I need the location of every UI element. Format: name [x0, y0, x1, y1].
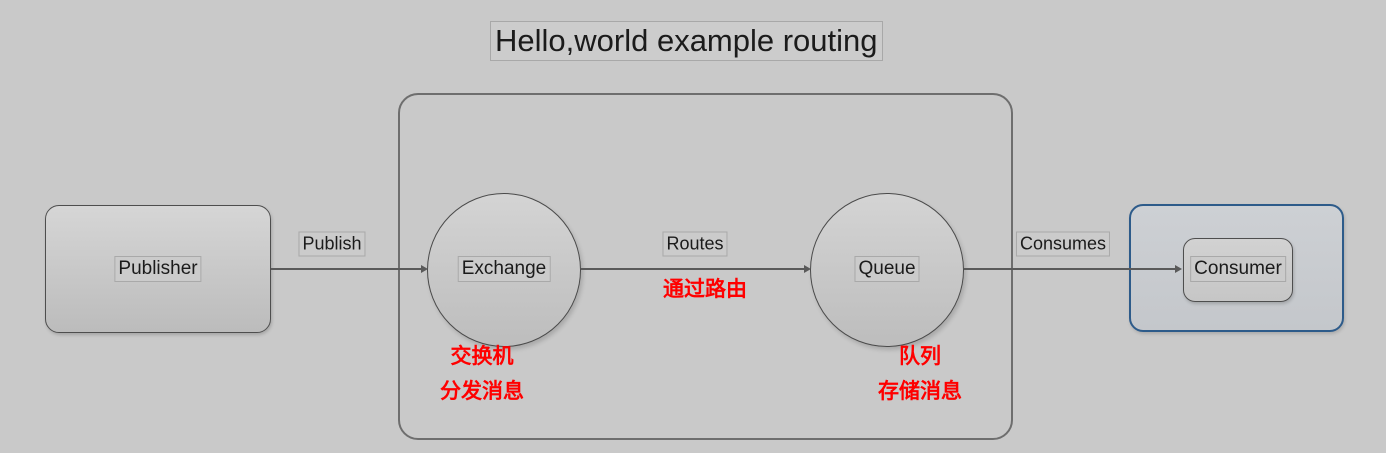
annotation-exchange-line1: 交换机 [450, 345, 514, 368]
arrow-head-icon [421, 265, 428, 273]
exchange-label: Exchange [457, 256, 551, 282]
publisher-label: Publisher [114, 256, 202, 282]
consumer-label: Consumer [1190, 256, 1286, 282]
queue-label: Queue [854, 256, 920, 282]
annotation-routes: 通过路由 [663, 278, 747, 301]
publisher-node[interactable] [45, 205, 271, 333]
edge-publisher-to-exchange [271, 268, 423, 270]
edge-label-routes: Routes [662, 231, 728, 257]
annotation-exchange-line2: 分发消息 [440, 380, 524, 403]
annotation-queue-line2: 存储消息 [878, 380, 962, 403]
broker-group-container [398, 93, 1013, 440]
annotation-queue-line1: 队列 [899, 345, 941, 368]
edge-exchange-to-queue [581, 268, 806, 270]
page-title: Hello,world example routing [490, 21, 883, 61]
edge-label-publish: Publish [298, 231, 366, 257]
arrow-head-icon [804, 265, 811, 273]
edge-queue-to-consumer [964, 268, 1179, 270]
arrow-head-icon [1175, 265, 1182, 273]
edge-label-consumes: Consumes [1015, 231, 1111, 257]
